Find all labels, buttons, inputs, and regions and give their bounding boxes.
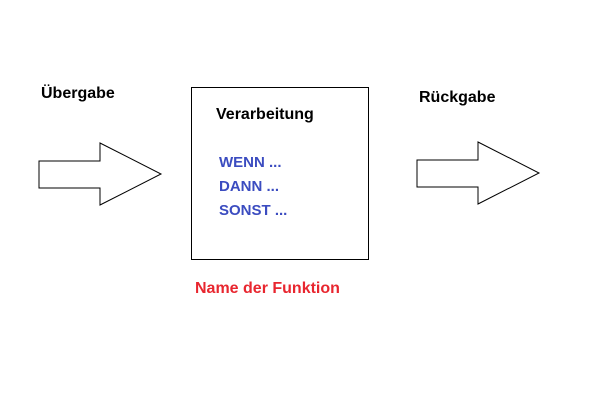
output-arrow [416,141,541,205]
function-name-label: Name der Funktion [195,280,340,297]
input-label: Übergabe [41,85,115,102]
condition-if-line: WENN ... [219,154,282,171]
condition-then-line: DANN ... [219,178,279,195]
input-arrow [38,142,163,206]
process-box: Verarbeitung WENN ... DANN ... SONST ... [191,87,369,260]
output-label: Rückgabe [419,89,496,106]
process-title: Verarbeitung [216,106,314,123]
condition-else-line: SONST ... [219,202,288,219]
